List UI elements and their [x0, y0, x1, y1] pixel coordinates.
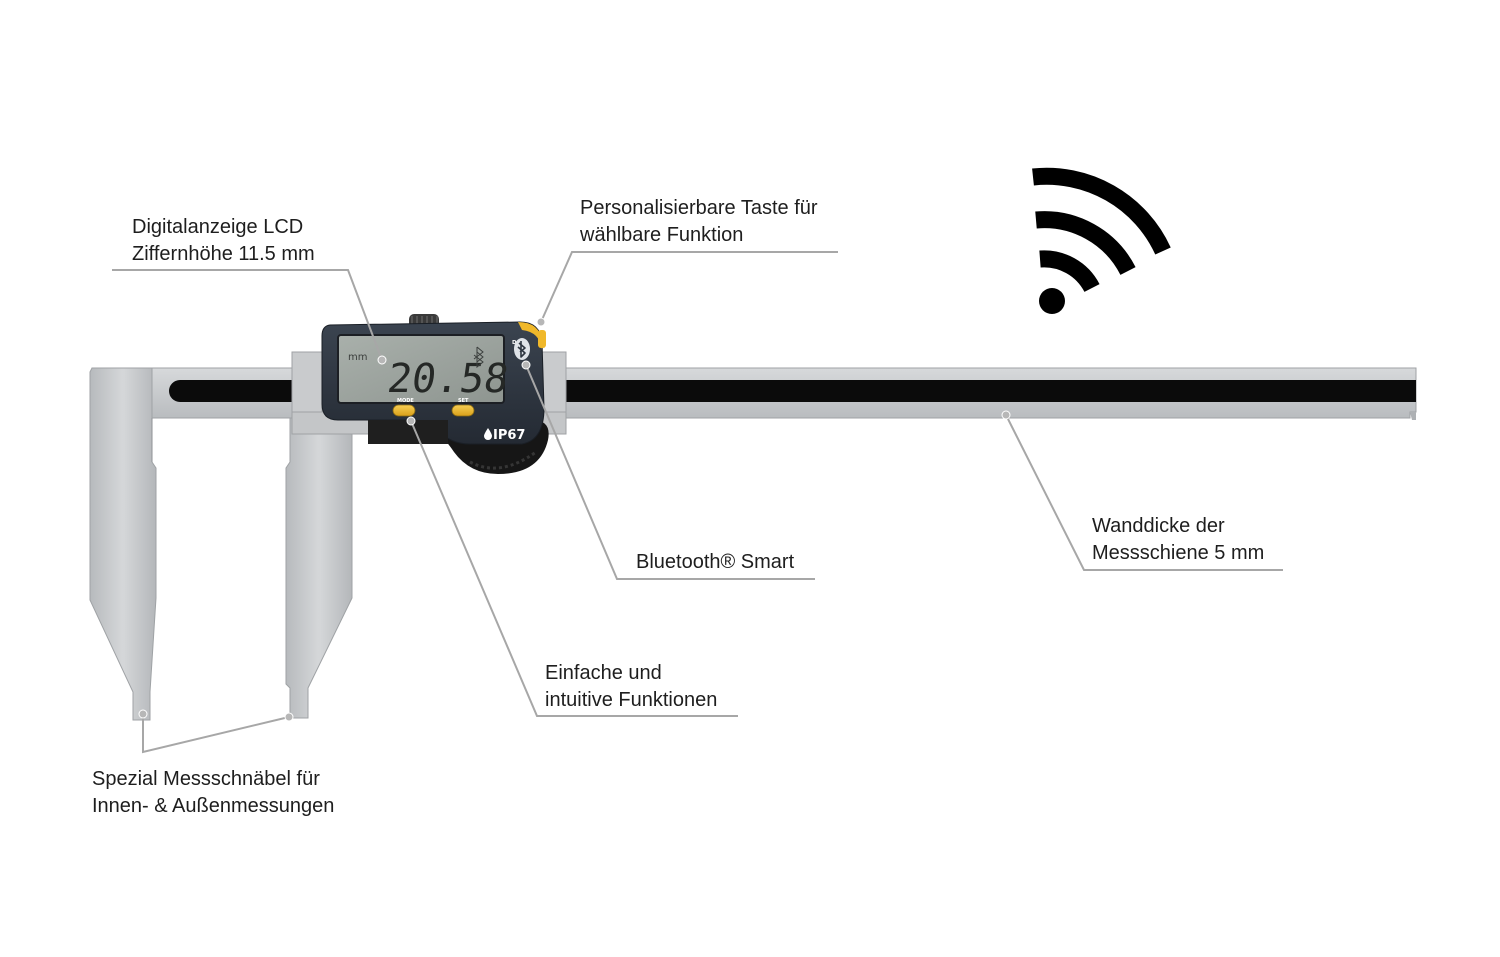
annotation-key-line-1: Personalisierbare Taste für: [580, 197, 818, 219]
annotation-bluetooth: Bluetooth® Smart: [636, 549, 794, 576]
leader-functions: [410, 420, 738, 717]
annotation-functions-line-1: Einfache und: [545, 662, 662, 684]
annotation-lcd-line-1: Digitalanzeige LCD: [132, 216, 304, 238]
leader-lines: [112, 251, 1283, 754]
bluetooth-icon: [517, 341, 526, 358]
annotation-wall-line-2: Messschiene 5 mm: [1092, 542, 1265, 564]
annotation-wall: Wanddicke der Messschiene 5 mm: [1092, 513, 1264, 567]
annotation-lcd: Digitalanzeige LCD Ziffernhöhe 11.5 mm: [132, 214, 315, 268]
mode-label: MODE: [397, 398, 414, 404]
annotation-bluetooth-line-1: Bluetooth® Smart: [636, 551, 795, 573]
annotation-jaws-line-2: Innen- & Außenmessungen: [92, 795, 335, 817]
set-label: SET: [458, 398, 469, 404]
annotation-functions: Einfache und intuitive Funktionen: [545, 660, 717, 714]
mode-button[interactable]: [392, 404, 416, 417]
leader-jaws: [142, 714, 290, 754]
lcd-bluetooth-icon: [473, 346, 484, 369]
leader-wall: [1005, 414, 1283, 571]
annotation-key-line-2: wählbare Funktion: [580, 224, 744, 246]
water-drop-icon: [484, 428, 492, 440]
leader-lcd: [112, 269, 383, 361]
set-button[interactable]: [451, 404, 475, 417]
lcd-reading: 20.58: [385, 356, 512, 402]
digital-unit: mm 20.58 DATA MODE SET IP67: [321, 314, 549, 474]
leader-bluetooth: [525, 364, 815, 580]
annotation-key: Personalisierbare Taste für wählbare Fun…: [580, 195, 818, 249]
annotation-lcd-line-2: Ziffernhöhe 11.5 mm: [132, 243, 315, 265]
leader-dots: [138, 317, 1011, 722]
annotation-functions-line-2: intuitive Funktionen: [545, 689, 718, 711]
measuring-rail: [91, 367, 1417, 420]
ip-rating: IP67: [493, 428, 525, 443]
annotation-wall-line-1: Wanddicke der: [1092, 515, 1225, 537]
lcd-unit: mm: [348, 352, 367, 363]
wifi-signal-icon: [1032, 167, 1171, 314]
annotation-jaws: Spezial Messschnäbel für Innen- & Außenm…: [92, 766, 334, 820]
fixed-jaw: [89, 367, 157, 721]
bluetooth-button[interactable]: [514, 338, 530, 360]
leader-key: [540, 251, 838, 323]
annotation-jaws-line-1: Spezial Messschnäbel für: [92, 768, 320, 790]
